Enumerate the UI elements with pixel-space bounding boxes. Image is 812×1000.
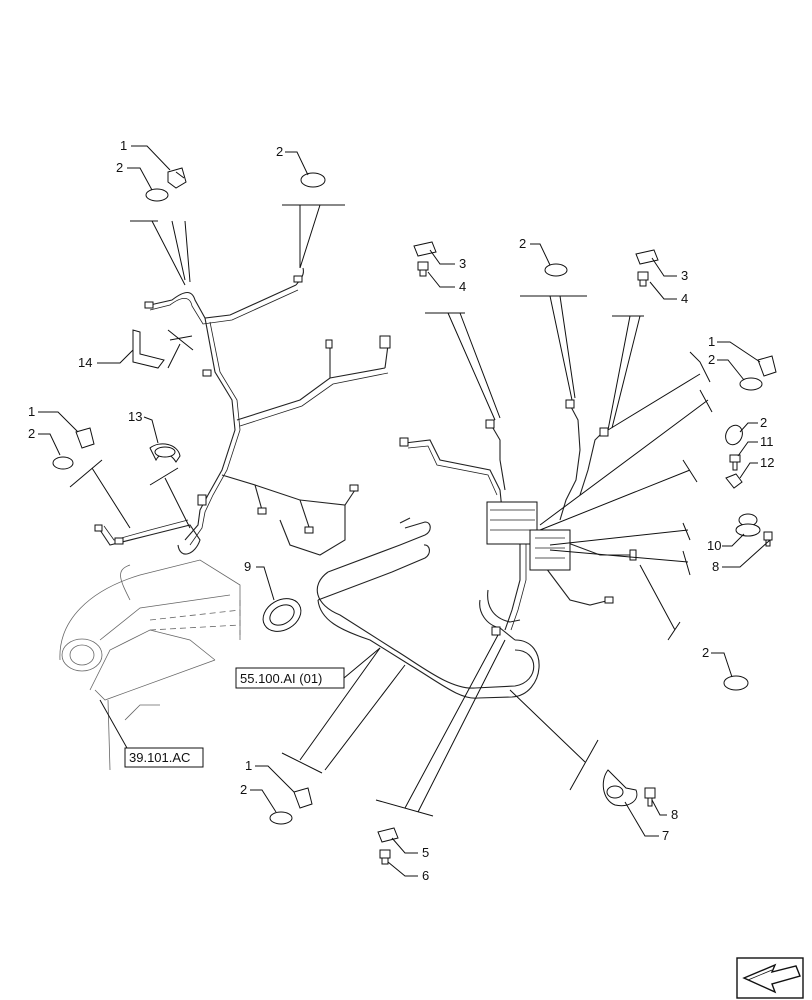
callout-1: 1 [120,138,127,153]
clip-part-1-bottom [293,787,313,809]
main-tube [316,517,540,699]
callout-5: 1 [28,404,35,419]
frame-reference-box[interactable]: 39.101.AC [99,699,204,768]
clamp-part-10 [735,513,761,537]
right-harness [399,399,637,636]
grommet-part-2-d [544,263,568,277]
callout-leaders [38,145,771,877]
bracket-part-5 [377,827,399,843]
callout-21: 2 [702,645,709,660]
harness-reference-box[interactable]: 55.100.AI (01) [235,647,381,689]
grommet-part-9 [262,598,302,632]
screw-part-11 [729,454,741,471]
callout-numbers: 1 2 2 14 1 2 13 9 2 3 4 3 4 1 2 2 11 12 … [28,138,774,883]
callout-24: 8 [671,807,678,822]
machine-frame-outline [59,559,241,771]
callout-26: 5 [422,845,429,860]
callout-6: 2 [28,426,35,441]
bracket-part-3-a [413,241,437,257]
left-harness [94,267,391,556]
callout-23: 2 [240,782,247,797]
callout-13: 4 [681,291,688,306]
grommet-part-2-f [725,424,743,446]
callout-10: 3 [459,256,466,271]
bolt-part-8-b [644,787,656,807]
bolt-part-8-a [763,531,773,547]
frame-reference-label: 39.101.AC [129,750,190,765]
callout-12: 3 [681,268,688,283]
grommet-part-2-g [723,675,749,691]
grommet-part-2-b [300,172,326,188]
cable-tie-part-14 [132,329,165,369]
callout-15: 2 [708,352,715,367]
arrow-direction-icon[interactable] [736,957,804,999]
callout-4: 14 [78,355,92,370]
grommet-part-2-h [269,811,293,825]
clip-part-1-left [75,427,95,449]
callout-16: 2 [760,415,767,430]
callout-19: 10 [707,538,721,553]
screw-part-6 [379,849,391,865]
callout-14: 1 [708,334,715,349]
clip-part-1-top [167,167,187,189]
callout-3: 2 [276,144,283,159]
callout-20: 8 [712,559,719,574]
callout-27: 6 [422,868,429,883]
screw-part-4-b [637,271,649,287]
grommet-part-2-c [52,456,74,470]
clip-part-1-right [757,355,777,377]
clamp-part-7 [602,769,638,807]
callout-25: 7 [662,828,669,843]
callout-9: 2 [519,236,526,251]
junction-box [486,501,538,545]
callout-7: 13 [128,409,142,424]
holder-part-13 [149,443,181,463]
screw-part-4-a [417,261,429,277]
clip-part-12 [725,473,743,489]
grommet-part-2-a [145,188,169,202]
callout-8: 9 [244,559,251,574]
callout-18: 12 [760,455,774,470]
callout-17: 11 [760,434,774,449]
callout-22: 1 [245,758,252,773]
callout-2: 2 [116,160,123,175]
harness-reference-label: 55.100.AI (01) [240,671,322,686]
grommet-part-2-e [739,377,763,391]
bracket-part-3-b [635,249,659,265]
callout-11: 4 [459,279,466,294]
